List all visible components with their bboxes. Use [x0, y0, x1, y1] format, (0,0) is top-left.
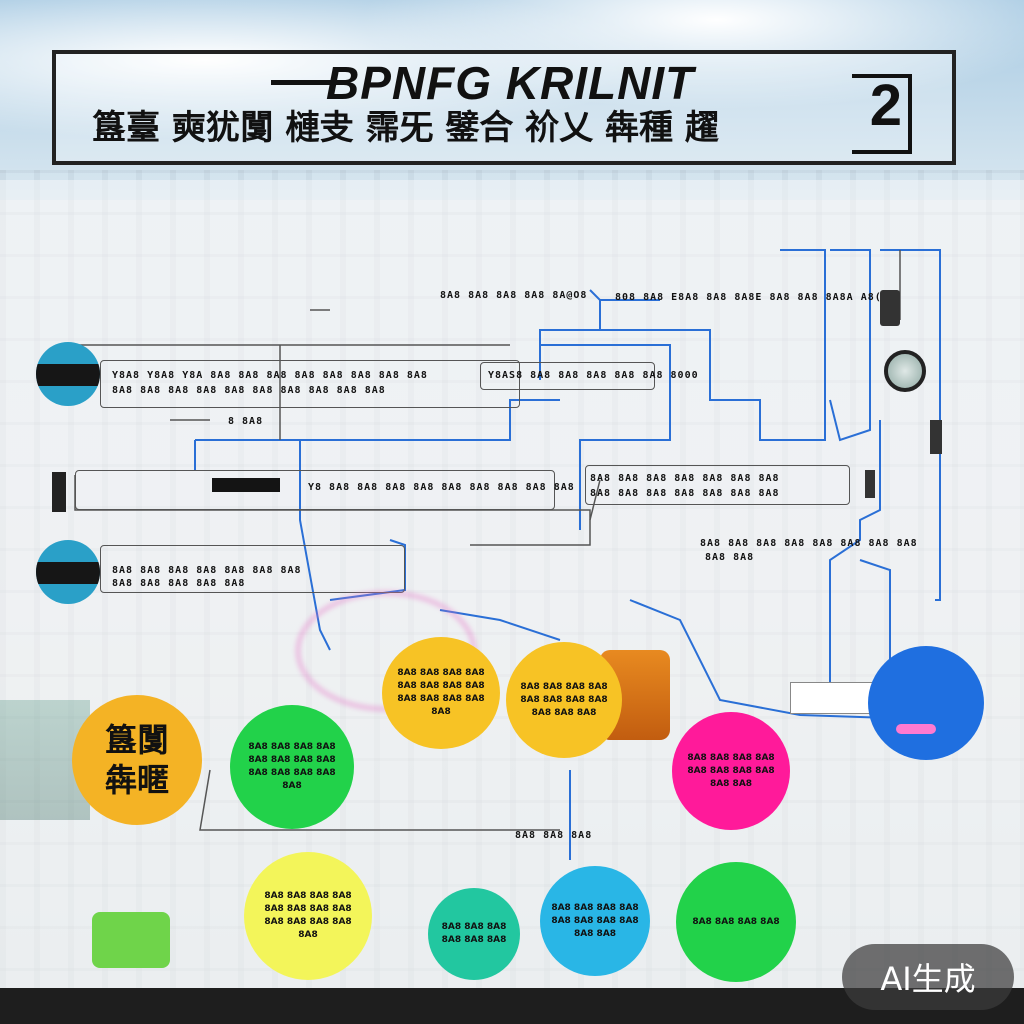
- label-8: 8A8 8A8 8A8 8A8 8A8 8A8 8A8 8A8: [700, 538, 918, 549]
- title-number: 2: [869, 73, 902, 138]
- title-line-1: BPNFG KRILNIT: [326, 57, 695, 109]
- circle-green-right-text: 8A8 8A8 8A8 8A8: [692, 916, 780, 927]
- label-8b: 8A8 8A8: [705, 552, 755, 563]
- circle-magenta-text: 8A8 8A8 8A8 8A8 8A8 8A8 8A8 8A8 8A8 8A8: [687, 752, 775, 789]
- circle-green-right: 8A8 8A8 8A8 8A8: [676, 862, 796, 982]
- row-box-mid: [75, 470, 555, 510]
- ai-generated-badge: AI生成: [842, 944, 1014, 1010]
- black-bar: [212, 478, 280, 492]
- circle-teal: 8A8 8A8 8A8 8A8 8A8 8A8: [428, 888, 520, 980]
- label-4: Y8AS8 8A8 8A8 8A8 8A8 8A8 8000: [488, 370, 699, 381]
- title-dash: [271, 80, 331, 85]
- circle-yellow-right: 8A8 8A8 8A8 8A8 8A8 8A8 8A8 8A8 8A8 8A8 …: [506, 642, 622, 758]
- small-marker-icon-2: [865, 470, 875, 498]
- circle-blue-mark: [896, 724, 936, 734]
- circle-yellow-right-text: 8A8 8A8 8A8 8A8 8A8 8A8 8A8 8A8 8A8 8A8 …: [520, 681, 608, 718]
- pin-icon-lower: [36, 540, 100, 604]
- gauge-icon: [884, 350, 926, 392]
- circle-teal-text: 8A8 8A8 8A8 8A8 8A8 8A8: [441, 922, 507, 945]
- row-box-center: [480, 362, 655, 390]
- label-9b: 8A8 8A8 8A8 8A8 8A8: [112, 578, 246, 589]
- sky-background: [0, 0, 1024, 200]
- label-3b: 8A8 8A8 8A8 8A8 8A8 8A8 8A8 8A8 8A8 8A8: [112, 385, 386, 396]
- circle-green-left: 8A8 8A8 8A8 8A8 8A8 8A8 8A8 8A8 8A8 8A8 …: [230, 705, 354, 829]
- label-9a: 8A8 8A8 8A8 8A8 8A8 8A8 8A8: [112, 565, 302, 576]
- circle-cyan: 8A8 8A8 8A8 8A8 8A8 8A8 8A8 8A8 8A8 8A8: [540, 866, 650, 976]
- background-haze: [0, 180, 1024, 1000]
- pin-icon-top: [36, 342, 100, 406]
- row-box-lower: [100, 545, 405, 593]
- circle-yellow-center: 8A8 8A8 8A8 8A8 8A8 8A8 8A8 8A8 8A8 8A8 …: [382, 637, 500, 749]
- circle-lemon-text: 8A8 8A8 8A8 8A8 8A8 8A8 8A8 8A8 8A8 8A8 …: [264, 891, 352, 940]
- flag-icon: [52, 472, 66, 512]
- title-line-2: 簋臺 奭犹闅 槤叏 霈旡 鐾合 祄乂 犇種 趯: [92, 108, 719, 148]
- top-right-icon: [880, 290, 900, 326]
- circle-magenta: 8A8 8A8 8A8 8A8 8A8 8A8 8A8 8A8 8A8 8A8: [672, 712, 790, 830]
- title-panel: BPNFG KRILNIT 簋臺 奭犹闅 槤叏 霈旡 鐾合 祄乂 犇種 趯 2: [52, 50, 956, 165]
- small-marker-icon: [930, 420, 942, 454]
- label-11: 8A8 8A8 8A8: [515, 830, 593, 841]
- title-number-frame: [852, 74, 912, 154]
- label-7a: 8A8 8A8 8A8 8A8 8A8 8A8 8A8: [590, 473, 780, 484]
- label-1: 8A8 8A8 8A8 8A8 8A@O8: [440, 290, 588, 301]
- circle-yellow-big: 簋闅 犇暱: [72, 695, 202, 825]
- label-5: 8 8A8: [228, 416, 264, 427]
- row-box-top: [100, 360, 520, 408]
- circle-cyan-text: 8A8 8A8 8A8 8A8 8A8 8A8 8A8 8A8 8A8 8A8: [551, 902, 639, 939]
- circle-yellow-big-text: 簋闅 犇暱: [104, 721, 169, 799]
- label-7b: 8A8 8A8 8A8 8A8 8A8 8A8 8A8: [590, 488, 780, 499]
- circle-lemon: 8A8 8A8 8A8 8A8 8A8 8A8 8A8 8A8 8A8 8A8 …: [244, 852, 372, 980]
- label-2: 808 8A8 E8A8 8A8 8A8E 8A8 8A8 8A8A A8(A8…: [615, 292, 903, 303]
- circle-blue: [868, 646, 984, 760]
- label-6: Y8 8A8 8A8 8A8 8A8 8A8 8A8 8A8 8A8 8A8: [308, 482, 575, 493]
- row-box-right: [585, 465, 850, 505]
- label-3a: Y8A8 Y8A8 Y8A 8A8 8A8 8A8 8A8 8A8 8A8 8A…: [112, 370, 428, 381]
- green-device-icon: [92, 912, 170, 968]
- circle-green-left-text: 8A8 8A8 8A8 8A8 8A8 8A8 8A8 8A8 8A8 8A8 …: [248, 742, 336, 791]
- circle-yellow-center-text: 8A8 8A8 8A8 8A8 8A8 8A8 8A8 8A8 8A8 8A8 …: [397, 668, 485, 717]
